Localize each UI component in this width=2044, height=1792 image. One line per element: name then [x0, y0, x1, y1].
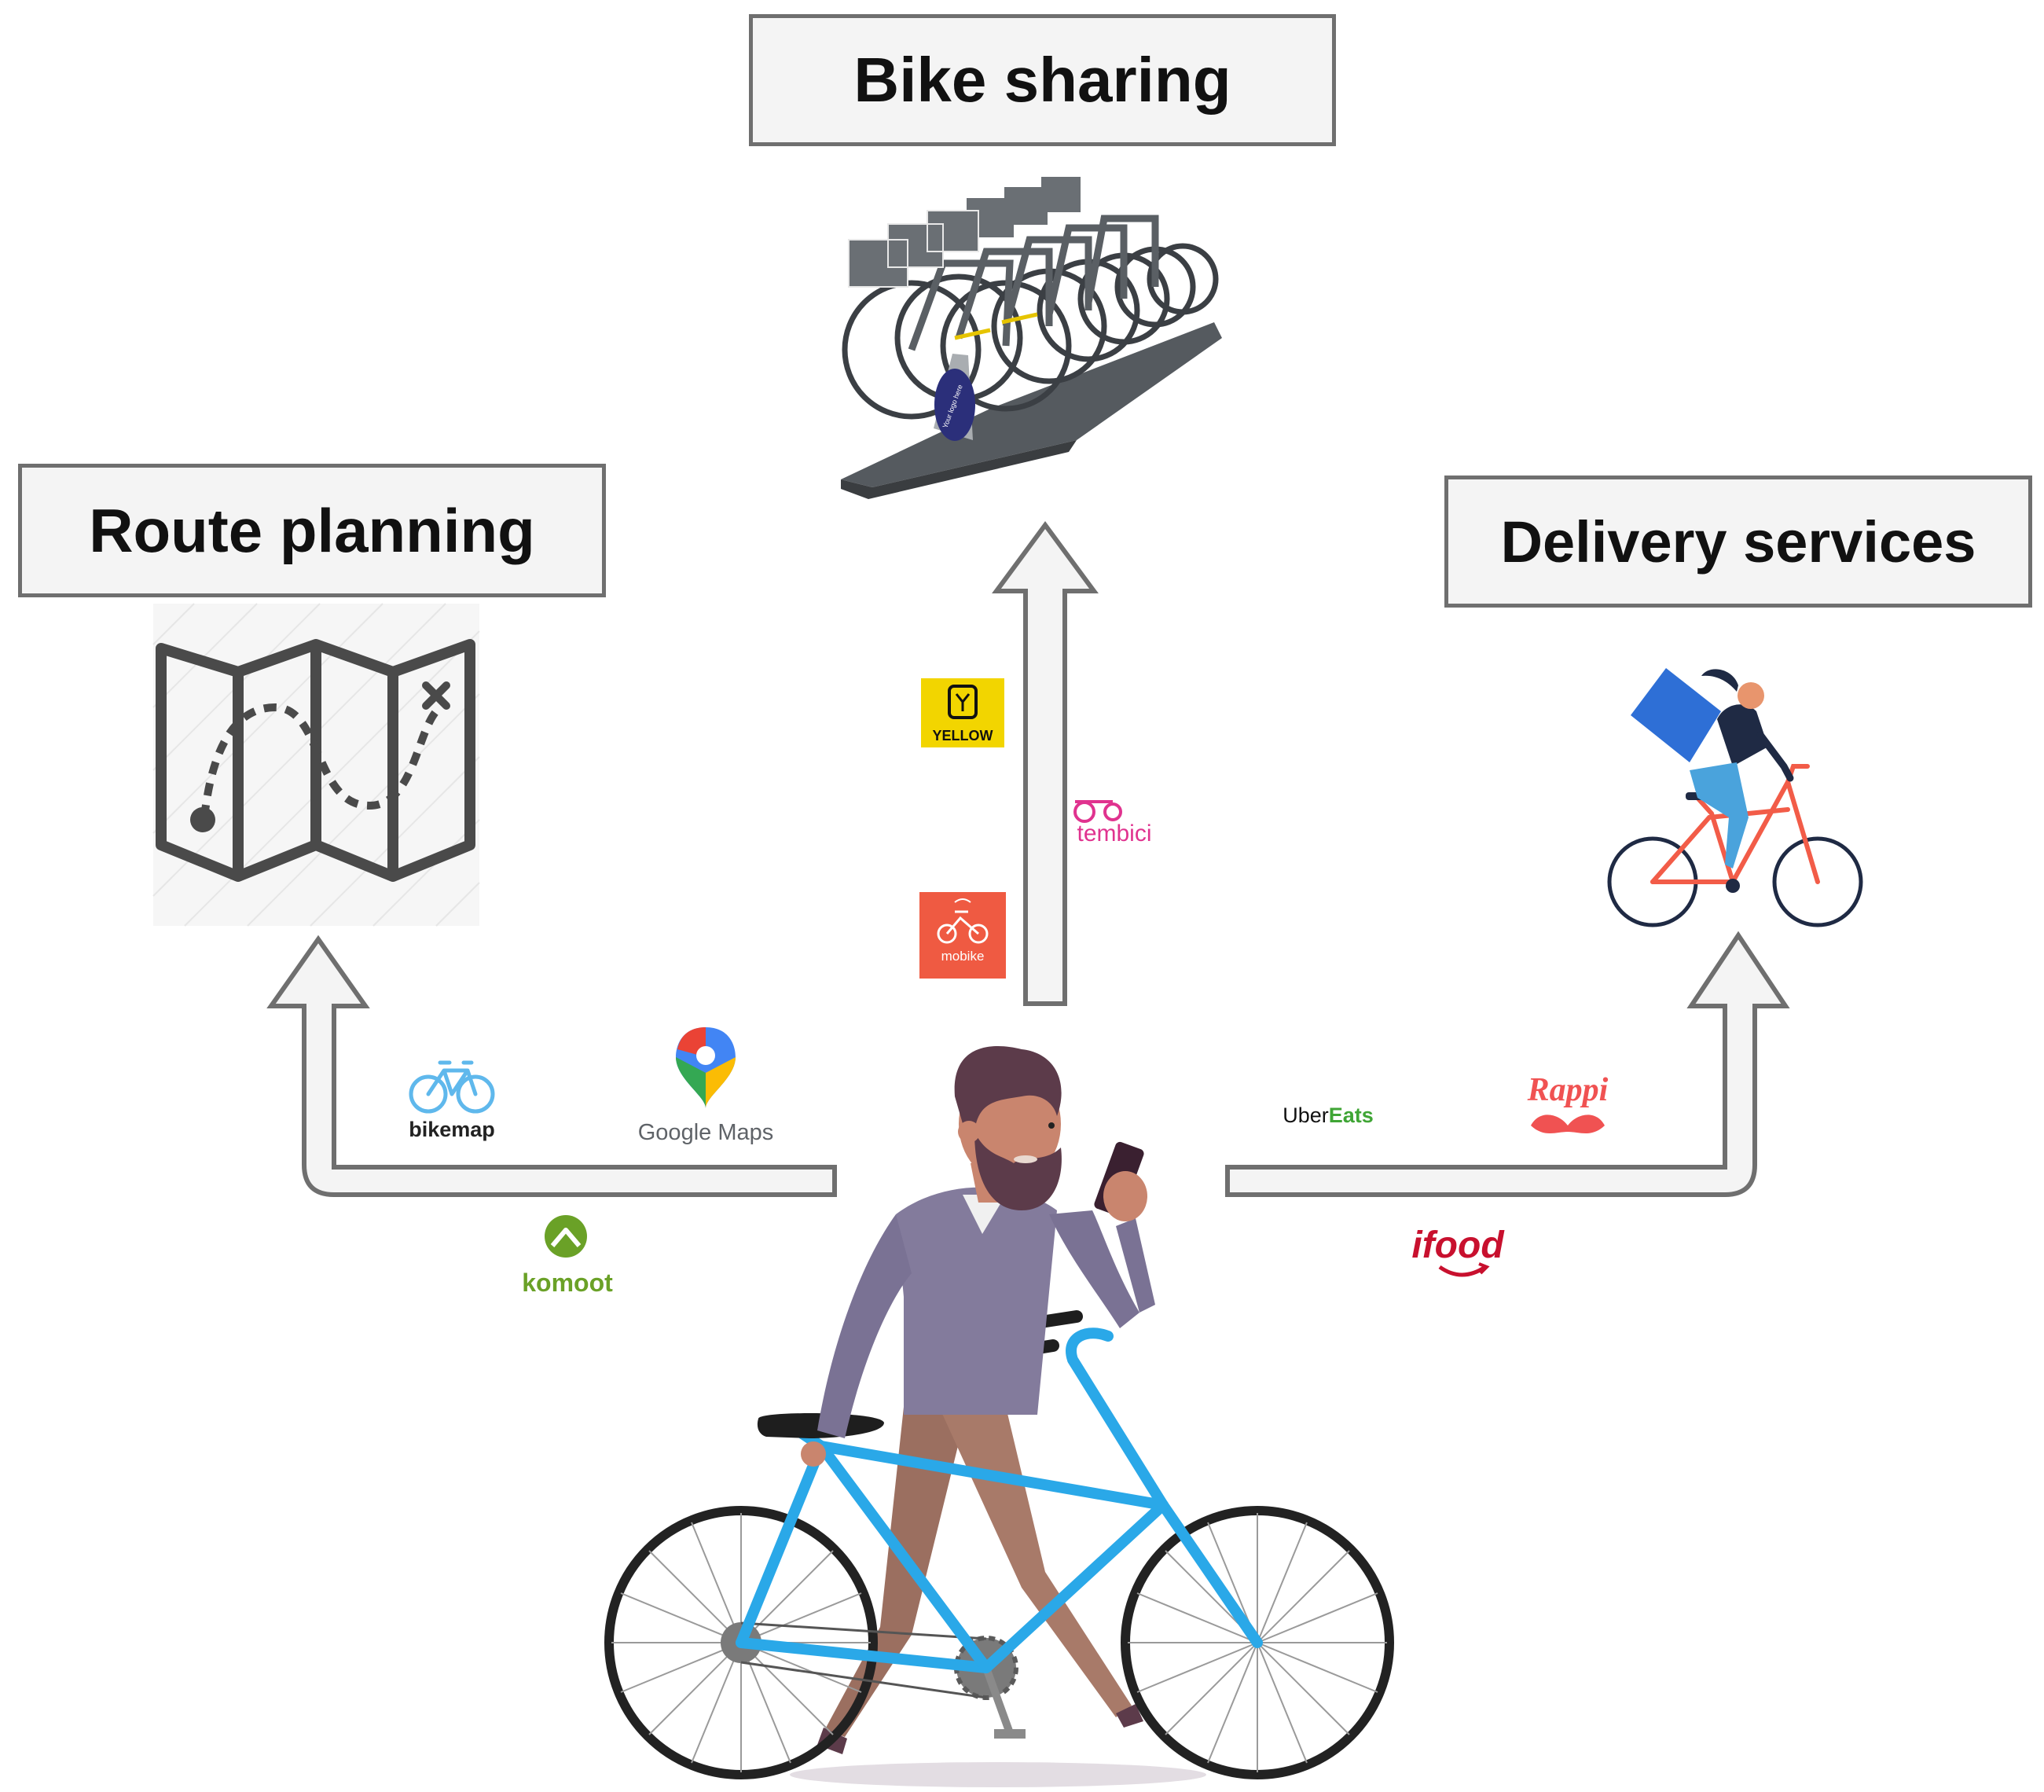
delivery-services-title-box: Delivery services	[1444, 476, 2032, 608]
google-maps-logo	[676, 1027, 736, 1108]
bikemap-label: bikemap	[409, 1118, 495, 1141]
bike-sharing-title: Bike sharing	[853, 45, 1231, 115]
arrow-to-route-planning	[266, 935, 837, 1197]
route-planning-title: Route planning	[89, 495, 535, 565]
ifood-label: ifood	[1411, 1225, 1505, 1266]
yellow-label: YELLOW	[933, 728, 993, 744]
bike-sharing-rack-image: Your logo here	[841, 177, 1222, 499]
mobike-logo	[919, 892, 1006, 979]
eats-label: Eats	[1329, 1103, 1374, 1127]
arrow-to-delivery-services	[1225, 931, 1790, 1197]
rappi-logo	[1531, 1114, 1605, 1133]
delivery-rider-image	[1607, 668, 1863, 927]
tembici-logo	[1073, 800, 1122, 823]
mobike-label: mobike	[941, 949, 985, 964]
rappi-label: Rappi	[1527, 1072, 1609, 1108]
uber-label: Uber	[1283, 1103, 1329, 1127]
google-maps-label: Google Maps	[638, 1120, 774, 1145]
bike-sharing-title-box: Bike sharing	[749, 14, 1336, 146]
man-walking-bike-illustration	[604, 1046, 1394, 1787]
folded-map-icon	[152, 603, 480, 927]
arrow-to-bike-sharing	[992, 520, 1099, 1006]
ifood-logo	[1438, 1262, 1490, 1277]
uber-eats-label: UberEats	[1283, 1103, 1374, 1127]
yellow-logo	[921, 678, 1004, 747]
delivery-services-title: Delivery services	[1500, 509, 1976, 575]
komoot-label: komoot	[522, 1269, 613, 1297]
route-planning-title-box: Route planning	[18, 464, 606, 597]
tembici-label: tembici	[1077, 821, 1151, 846]
bikemap-logo	[409, 1060, 495, 1114]
komoot-logo	[545, 1215, 587, 1258]
